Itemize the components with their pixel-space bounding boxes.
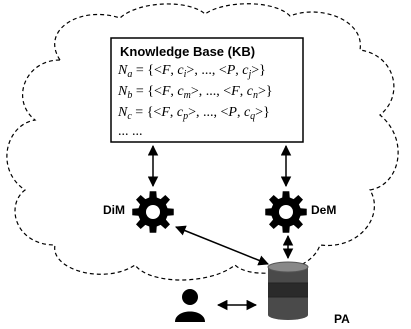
dim-pa-arrow — [175, 225, 269, 266]
kb-row: Na = {<F, ci>, ..., <P, cj>} — [117, 63, 266, 80]
gear-icon — [132, 191, 174, 233]
kb-ellipsis: ... ... — [118, 124, 143, 139]
gear-icon — [265, 191, 307, 233]
knowledge-base-box: Knowledge Base (KB) Na = {<F, ci>, ..., … — [110, 37, 304, 143]
gear-hole — [146, 205, 160, 219]
dim-label: DiM — [103, 203, 125, 217]
database-icon — [267, 261, 309, 320]
gear-hole — [279, 205, 293, 219]
user-icon — [175, 289, 205, 322]
kb-title: Knowledge Base (KB) — [120, 44, 255, 59]
kb-row: Nc = {<F, cp>, ..., <P, cq>} — [117, 105, 270, 122]
kb-row: Nb = {<F, cm>, ..., <F, cn>} — [117, 84, 273, 101]
cloud-boundary — [6, 3, 399, 281]
dem-label: DeM — [311, 203, 336, 217]
pa-label: PA — [334, 312, 350, 326]
